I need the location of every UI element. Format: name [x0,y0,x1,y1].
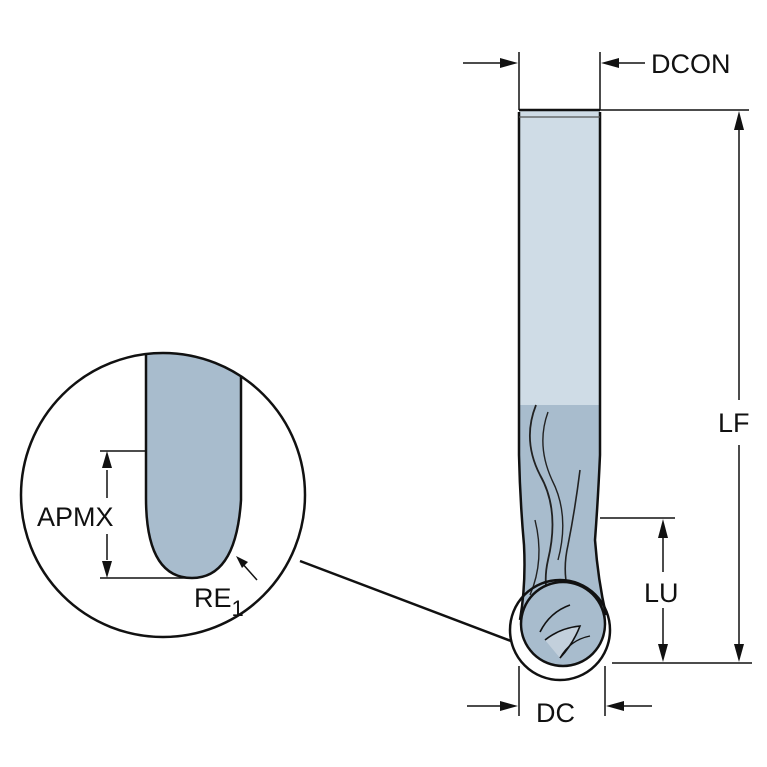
lu-label: LU [644,578,679,608]
dcon-label: DCON [651,49,731,79]
leader-line [299,559,512,643]
apmx-arrow-up [102,451,112,468]
lu-dimension: LU [600,517,679,662]
cutting-edge-1 [544,625,582,659]
cutting-edge-2 [539,604,571,633]
flute-line-2 [542,411,564,561]
re-label-main: RE [194,583,232,613]
apmx-label: APMX [37,502,114,532]
lf-label: LF [718,408,750,438]
dc-dimension: DC [467,666,652,728]
detail-circle [508,578,612,682]
magnified-view: APMX RE1 [19,351,307,639]
apmx-arrow-down [102,561,112,578]
dcon-dimension: DCON [463,49,731,110]
dc-label: DC [536,698,575,728]
ball-nose [519,580,607,668]
lf-dimension: LF [600,109,752,664]
end-mill-tool [517,108,608,668]
tool-shank [519,110,600,405]
re-label: RE1 [194,583,244,621]
magnified-tip [144,353,243,580]
re-arrow [236,556,248,568]
cutting-edge-3 [559,635,591,659]
re-label-sub: 1 [232,596,244,621]
